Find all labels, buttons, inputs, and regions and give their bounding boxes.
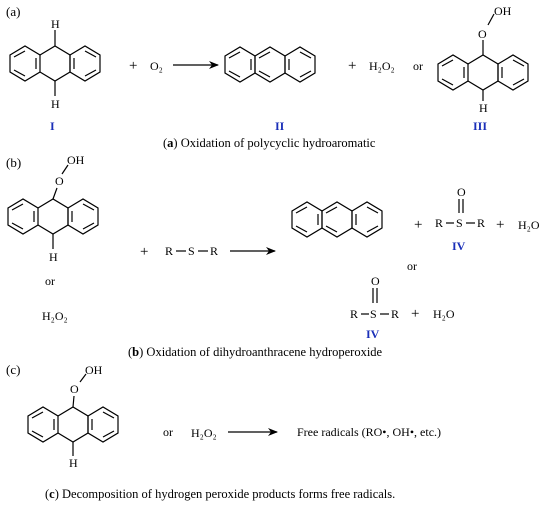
atom-o: O	[55, 174, 64, 188]
panel-a: (a) H H I + O₂	[6, 4, 529, 150]
hydrogen-peroxide: H₂O₂	[42, 309, 68, 323]
compound-label-IV: IV	[366, 327, 380, 341]
compound-II-structure	[224, 46, 316, 83]
hydroxyl-group: OH	[494, 4, 512, 18]
atom-r: R	[350, 307, 358, 321]
plus-sign: +	[140, 244, 148, 260]
water: H₂O	[433, 307, 455, 321]
plus-sign: +	[348, 58, 356, 74]
atom-h: H	[51, 97, 60, 111]
water: H₂O	[518, 218, 540, 232]
atom-s: S	[370, 307, 377, 321]
atom-o: O	[371, 274, 380, 288]
atom-r: R	[477, 216, 485, 230]
or-text: or	[413, 59, 423, 73]
atom-o: O	[457, 185, 466, 199]
atom-h: H	[479, 101, 488, 115]
compound-label-IV: IV	[452, 239, 466, 253]
panel-a-tag: (a)	[6, 4, 20, 19]
or-text: or	[45, 274, 55, 288]
plus-sign: +	[414, 217, 422, 233]
plus-sign: +	[129, 58, 137, 74]
atom-h: H	[69, 456, 78, 470]
hydroperoxide-structure	[7, 164, 99, 249]
oxygen-molecule: O₂	[150, 59, 163, 73]
atom-o: O	[70, 382, 79, 396]
hydrogen-peroxide: H₂O₂	[369, 59, 395, 73]
hydrogen-peroxide: H₂O₂	[191, 426, 217, 440]
panel-c-caption: (c) Decomposition of hydrogen peroxide p…	[45, 487, 395, 501]
panel-b-tag: (b)	[6, 155, 21, 170]
plus-sign: +	[496, 217, 504, 233]
atom-r: R	[435, 216, 443, 230]
panel-c-tag: (c)	[6, 362, 20, 377]
atom-r: R	[165, 244, 173, 258]
hydroxyl-group: OH	[85, 363, 103, 377]
compound-label-I: I	[50, 119, 55, 133]
compound-III-structure	[437, 13, 529, 101]
atom-h: H	[49, 250, 58, 264]
or-text: or	[163, 425, 173, 439]
atom-r: R	[210, 244, 218, 258]
free-radical-products: Free radicals (RO•, OH•, etc.)	[297, 425, 441, 439]
panel-b-caption: (b) Oxidation of dihydroanthracene hydro…	[128, 345, 383, 359]
compound-I-structure	[9, 30, 101, 96]
panel-a-caption: (a) Oxidation of polycyclic hydroaromati…	[163, 136, 376, 150]
compound-label-II: II	[275, 119, 285, 133]
compound-label-III: III	[473, 119, 487, 133]
hydroxyl-group: OH	[67, 153, 85, 167]
or-text: or	[407, 259, 417, 273]
anthracene-structure	[291, 201, 383, 238]
atom-s: S	[188, 244, 195, 258]
hydroperoxide-structure	[27, 373, 119, 456]
atom-r: R	[391, 307, 399, 321]
atom-o: O	[478, 27, 487, 41]
atom-h: H	[51, 17, 60, 31]
panel-b: (b) O OH H or H₂O₂ + R S R	[6, 153, 540, 359]
panel-c: (c) O OH H or H₂O₂ Free radicals (RO•, O…	[6, 362, 441, 501]
plus-sign: +	[411, 306, 419, 322]
atom-s: S	[456, 216, 463, 230]
